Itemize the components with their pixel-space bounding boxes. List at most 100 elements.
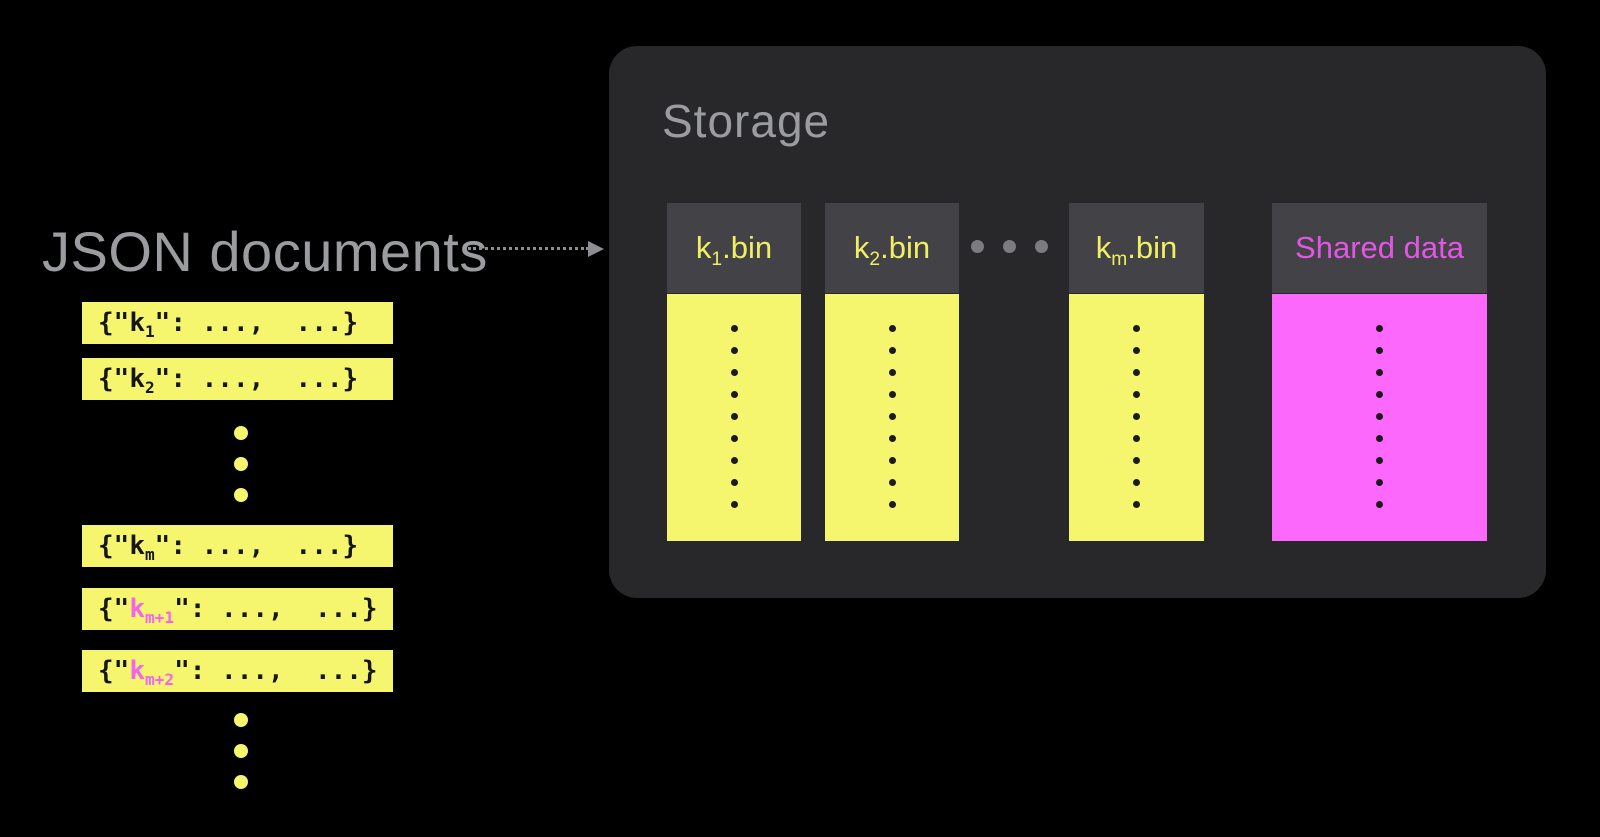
doc-key: k <box>129 531 145 561</box>
doc-text-before: {" <box>98 594 130 624</box>
ellipsis-dot <box>730 369 738 376</box>
doc-key-subscript: m+1 <box>144 608 175 628</box>
ellipsis-dot <box>1376 435 1383 442</box>
ellipsis-dot <box>234 426 248 440</box>
ellipsis-dot <box>234 713 248 727</box>
ellipsis-dot <box>730 457 738 464</box>
doc-key: k <box>129 308 145 338</box>
ellipsis-dot <box>1133 501 1140 508</box>
more-files-ellipsis-dots <box>971 240 1048 253</box>
doc-key-subscript: m+2 <box>144 670 175 690</box>
storage-shared-data-column: Shared data <box>1272 203 1487 541</box>
json-document-row: {"k1": ..., ...} <box>82 302 393 344</box>
ellipsis-dot <box>888 435 896 442</box>
ellipsis-dot <box>888 391 896 398</box>
ellipsis-dot <box>730 391 738 398</box>
ellipsis-dot <box>888 369 896 376</box>
file-contents-ellipsis <box>1069 294 1204 541</box>
json-document-row: {"km": ..., ...} <box>82 525 393 567</box>
ellipsis-dot <box>1133 413 1140 420</box>
doc-key: k <box>129 364 145 394</box>
file-key: k <box>853 230 870 265</box>
file-name-header: k2.bin <box>825 203 959 293</box>
file-key: k <box>1095 230 1112 265</box>
shared-data-header: Shared data <box>1272 203 1487 293</box>
json-documents-label: JSON documents <box>42 220 488 283</box>
doc-key-subscript: 2 <box>144 378 155 398</box>
ellipsis-dot <box>1133 369 1140 376</box>
storage-title: Storage <box>662 95 831 147</box>
ellipsis-dot <box>234 744 248 758</box>
doc-text-before: {" <box>98 308 130 338</box>
ellipsis-dot <box>888 325 896 332</box>
doc-key-subscript: 1 <box>144 322 155 342</box>
file-contents-ellipsis <box>825 294 959 541</box>
ellipsis-dot <box>971 240 984 253</box>
file-name-header: k1.bin <box>667 203 801 293</box>
ellipsis-dot <box>1376 325 1383 332</box>
ellipsis-dot <box>1376 347 1383 354</box>
ellipsis-dot <box>1133 435 1140 442</box>
ellipsis-dot <box>1133 347 1140 354</box>
arrow-head-icon <box>588 241 604 257</box>
ellipsis-dot <box>1376 501 1383 508</box>
ellipsis-dot <box>1376 391 1383 398</box>
ellipsis-dot <box>730 479 738 486</box>
ellipsis-dot <box>730 501 738 508</box>
ellipsis-dot <box>730 347 738 354</box>
ellipsis-dot <box>888 347 896 354</box>
ellipsis-dot <box>1133 479 1140 486</box>
ellipsis-dot <box>1376 479 1383 486</box>
ellipsis-dot <box>730 325 738 332</box>
doc-text-before: {" <box>98 656 130 686</box>
doc-text-after: ": ..., ...} <box>154 308 359 338</box>
ellipsis-dot <box>234 488 248 502</box>
ellipsis-dot <box>1376 457 1383 464</box>
ellipsis-dot <box>888 457 896 464</box>
ellipsis-dot <box>1133 391 1140 398</box>
file-name-header: km.bin <box>1069 203 1204 293</box>
ellipsis-dot <box>1035 240 1048 253</box>
doc-text-after: ": ..., ...} <box>154 364 359 394</box>
ellipsis-dot <box>1376 413 1383 420</box>
file-key-subscript: 1 <box>711 249 723 271</box>
doc-text-after: ": ..., ...} <box>174 656 378 686</box>
storage-panel: Storage k1.bin k2.bin km.bin Shared data <box>609 46 1546 598</box>
ellipsis-dot <box>1133 325 1140 332</box>
doc-key: k <box>129 594 145 624</box>
dotted-arrow-line <box>468 247 589 250</box>
doc-key: k <box>129 656 145 686</box>
documents-ellipsis-dots <box>234 426 248 502</box>
doc-text-after: ": ..., ...} <box>154 531 359 561</box>
file-extension: .bin <box>722 230 773 265</box>
ellipsis-dot <box>1003 240 1016 253</box>
ellipsis-dot <box>234 775 248 789</box>
doc-text-after: ": ..., ...} <box>174 594 378 624</box>
file-extension: .bin <box>880 230 931 265</box>
json-document-row: {"km+2": ..., ...} <box>82 650 393 692</box>
doc-text-before: {" <box>98 531 130 561</box>
storage-file-column-k2: k2.bin <box>825 203 959 541</box>
ellipsis-dot <box>1376 369 1383 376</box>
ellipsis-dot <box>888 413 896 420</box>
file-key: k <box>695 230 712 265</box>
file-contents-ellipsis <box>1272 294 1487 541</box>
storage-file-column-km: km.bin <box>1069 203 1204 541</box>
file-contents-ellipsis <box>667 294 801 541</box>
doc-text-before: {" <box>98 364 130 394</box>
ellipsis-dot <box>730 413 738 420</box>
doc-key-subscript: m <box>144 545 155 565</box>
file-extension: .bin <box>1127 230 1178 265</box>
documents-ellipsis-dots <box>234 713 248 789</box>
json-document-row: {"k2": ..., ...} <box>82 358 393 400</box>
ellipsis-dot <box>234 457 248 471</box>
json-document-row: {"km+1": ..., ...} <box>82 588 393 630</box>
ellipsis-dot <box>730 435 738 442</box>
storage-file-column-k1: k1.bin <box>667 203 801 541</box>
ellipsis-dot <box>888 479 896 486</box>
ellipsis-dot <box>888 501 896 508</box>
shared-data-label: Shared data <box>1295 230 1464 265</box>
ellipsis-dot <box>1133 457 1140 464</box>
file-key-subscript: m <box>1111 249 1128 271</box>
